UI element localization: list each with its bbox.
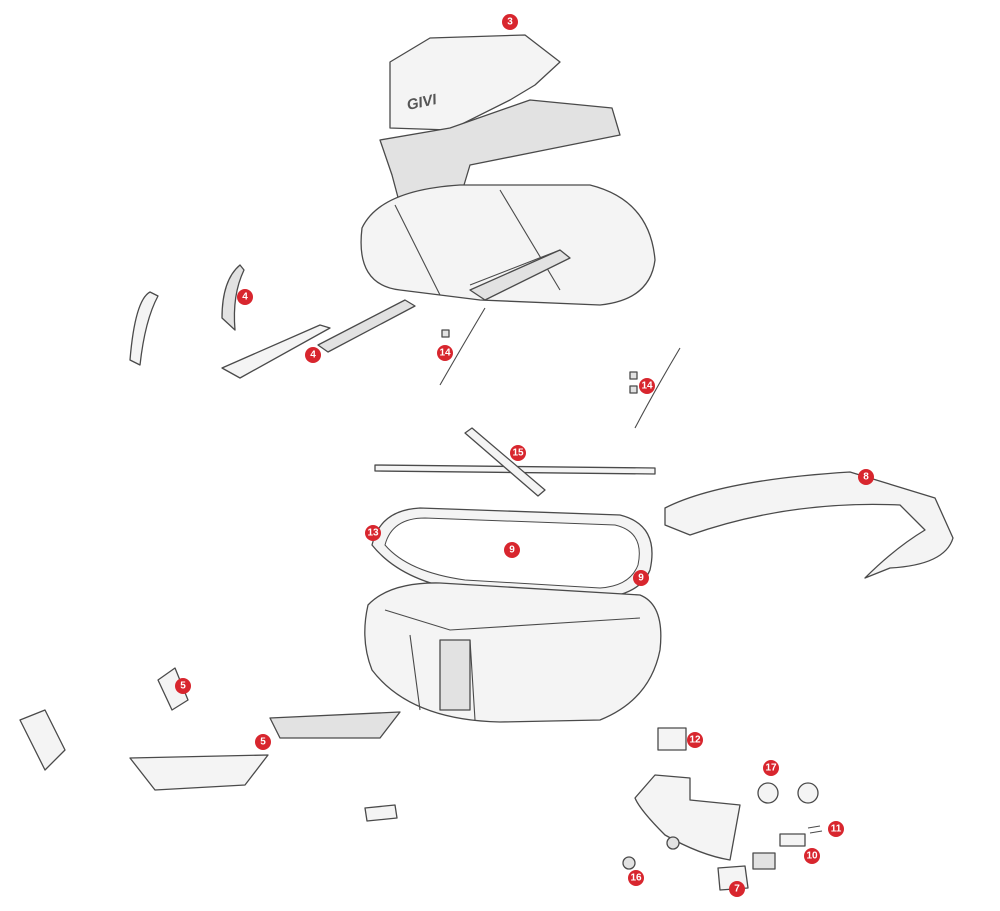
part-rods [374, 427, 656, 497]
part-reflectors [19, 667, 401, 822]
callout-5: 5 [255, 734, 271, 750]
givi-logo: GIVI [405, 91, 439, 114]
svg-text:10: 10 [806, 851, 818, 862]
svg-text:4: 4 [242, 292, 248, 303]
svg-text:13: 13 [367, 528, 379, 539]
svg-text:14: 14 [439, 348, 451, 359]
part-straps [439, 307, 681, 429]
callout-4: 4 [237, 289, 253, 305]
callout-5: 5 [175, 678, 191, 694]
callout-3: 3 [502, 14, 518, 30]
part-side-strips [129, 264, 416, 379]
callout-13: 13 [365, 525, 381, 541]
svg-text:14: 14 [641, 381, 653, 392]
callout-10: 10 [804, 848, 820, 864]
svg-text:3: 3 [507, 17, 513, 28]
svg-text:4: 4 [310, 350, 316, 361]
svg-text:5: 5 [180, 681, 186, 692]
callout-7: 7 [729, 881, 745, 897]
svg-text:7: 7 [734, 884, 740, 895]
svg-text:9: 9 [509, 545, 515, 556]
callout-17: 17 [763, 760, 779, 776]
callout-14: 14 [639, 378, 655, 394]
callout-9: 9 [504, 542, 520, 558]
callout-14: 14 [437, 345, 453, 361]
svg-text:15: 15 [512, 448, 524, 459]
svg-text:16: 16 [630, 873, 642, 884]
callout-8: 8 [858, 469, 874, 485]
part-lock-assembly [622, 727, 823, 891]
svg-text:5: 5 [260, 737, 266, 748]
part-rim-trim [664, 471, 954, 579]
callout-16: 16 [628, 870, 644, 886]
part-base-shell [364, 582, 662, 723]
callout-15: 15 [510, 445, 526, 461]
part-top-shell [360, 184, 656, 306]
svg-text:9: 9 [638, 573, 644, 584]
callout-12: 12 [687, 732, 703, 748]
svg-text:11: 11 [831, 824, 842, 835]
callout-4: 4 [305, 347, 321, 363]
svg-text:17: 17 [765, 763, 777, 774]
svg-text:12: 12 [689, 735, 701, 746]
callout-11: 11 [828, 821, 844, 837]
svg-text:8: 8 [863, 472, 869, 483]
callout-9: 9 [633, 570, 649, 586]
